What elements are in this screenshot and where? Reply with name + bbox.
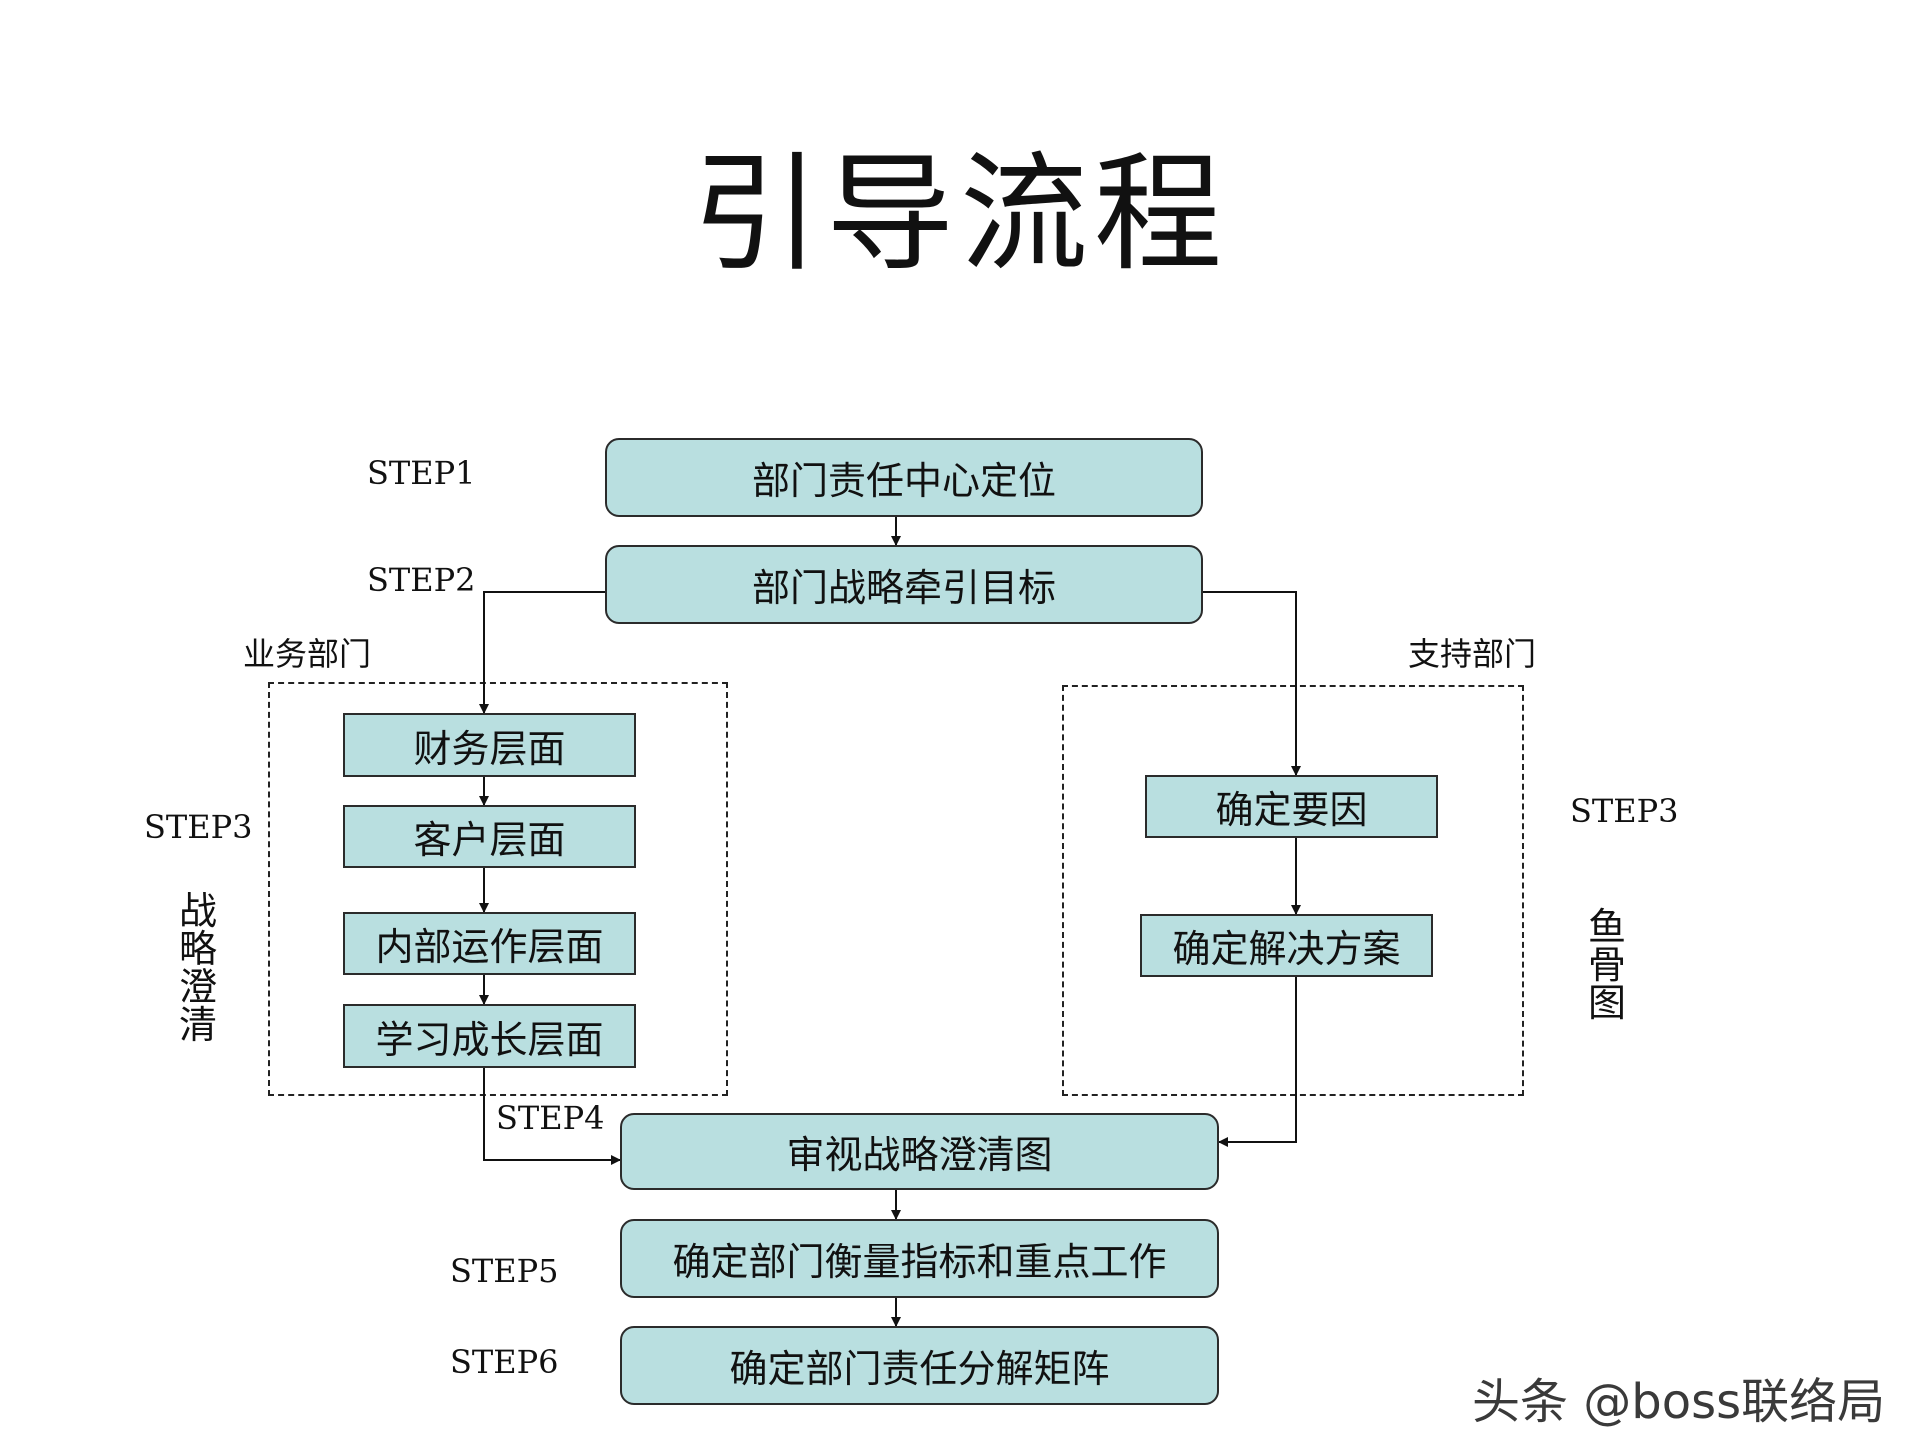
arrow-goal-to-finance — [479, 591, 605, 714]
fishbone-vertical-label: 鱼骨图 — [1587, 905, 1626, 1025]
step5-label: STEP5 — [450, 1252, 559, 1290]
arrow-solutions-to-review — [1218, 977, 1297, 1147]
step2-label: STEP2 — [367, 561, 476, 599]
finance-level-box: 财务层面 — [343, 713, 636, 777]
support-dept-label: 支持部门 — [1408, 635, 1537, 673]
metrics-key-work-box: 确定部门衡量指标和重点工作 — [620, 1219, 1219, 1298]
strategy-clarify-vertical-label: 战略澄清 — [178, 889, 217, 1047]
internal-ops-level-box: 内部运作层面 — [343, 912, 636, 975]
arrow-learning-to-review — [483, 1068, 621, 1165]
business-dept-frame — [268, 682, 728, 1096]
step4-label: STEP4 — [496, 1099, 605, 1137]
step1-label: STEP1 — [367, 454, 476, 492]
review-strategy-map-box: 审视战略澄清图 — [620, 1113, 1219, 1190]
learning-growth-level-box: 学习成长层面 — [343, 1004, 636, 1068]
customer-level-box: 客户层面 — [343, 805, 636, 868]
support-dept-frame — [1062, 685, 1524, 1096]
watermark: 头条 @boss联络局 — [1472, 1374, 1886, 1430]
arrow-goal-to-factors — [1203, 591, 1301, 776]
step6-label: STEP6 — [450, 1343, 559, 1381]
key-factors-box: 确定要因 — [1145, 775, 1438, 838]
solutions-box: 确定解决方案 — [1140, 914, 1433, 977]
business-dept-label: 业务部门 — [243, 635, 372, 673]
dept-center-positioning-box: 部门责任中心定位 — [605, 438, 1203, 517]
page-title: 引导流程 — [691, 140, 1228, 289]
step3-right-label: STEP3 — [1570, 792, 1679, 830]
step3-left-label: STEP3 — [144, 808, 253, 846]
responsibility-matrix-box: 确定部门责任分解矩阵 — [620, 1326, 1219, 1405]
strategy-goal-box: 部门战略牵引目标 — [605, 545, 1203, 624]
